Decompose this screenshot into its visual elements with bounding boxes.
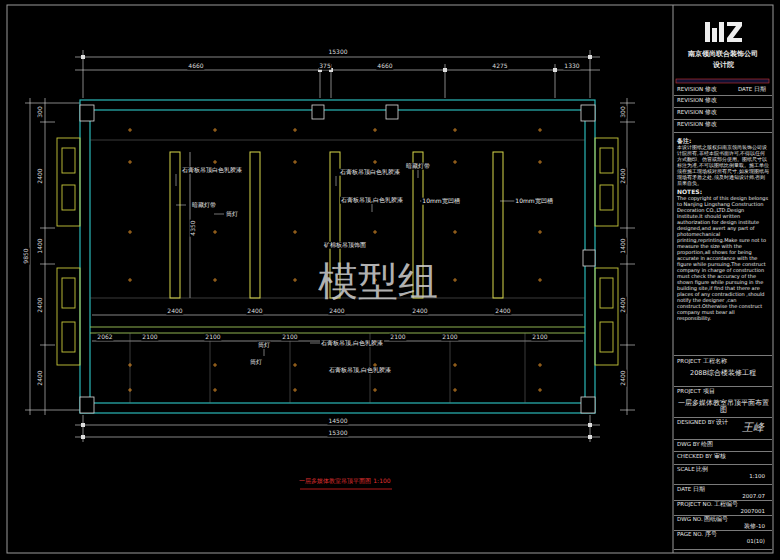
title-block-cell: REVISION 修改DATE 日期 bbox=[674, 85, 772, 96]
dimension-text: 1330 bbox=[563, 63, 580, 70]
cell-text: 2007.07 bbox=[677, 493, 769, 500]
cell-text: The copyright of this design belongs to … bbox=[677, 195, 769, 321]
title-block-cell: 南京领尚联合装饰公司设计院 bbox=[674, 48, 772, 78]
dimension-text: 1400 bbox=[620, 237, 627, 254]
title-block-cell: DATE 日期2007.07 bbox=[674, 485, 772, 501]
cell-text: PROJECT NO. 工程编号 bbox=[677, 501, 769, 508]
watermark: 模型组 bbox=[317, 259, 439, 303]
cell-text: 01(10) bbox=[677, 538, 769, 545]
dimension-text: 2100 bbox=[389, 334, 406, 341]
title-block-cell: DWG BY 绘图 bbox=[674, 440, 772, 452]
dimension-text: 2400 bbox=[37, 369, 44, 386]
dimension-text: 2400 bbox=[620, 369, 627, 386]
dimension-text: 4275 bbox=[491, 63, 508, 70]
dimension-text: 2100 bbox=[204, 334, 221, 341]
cell-text: NOTES: bbox=[677, 188, 769, 195]
dimension-text: 375 bbox=[318, 63, 331, 70]
dimension-text: 2400 bbox=[411, 308, 428, 315]
material-callout: 暗藏灯带 bbox=[405, 163, 431, 170]
dimension-text: 2400 bbox=[620, 296, 627, 313]
title-block-cell: PROJECT NO. 工程编号2007001 bbox=[674, 500, 772, 516]
cell-text: 王峰 bbox=[742, 421, 764, 434]
dimension-text: 300 bbox=[37, 105, 44, 118]
dimension-text: 2400 bbox=[37, 167, 44, 184]
dimension-text: 15300 bbox=[327, 430, 348, 437]
dimension-text: 2100 bbox=[281, 334, 298, 341]
cell-text: DATE 日期 bbox=[677, 486, 769, 493]
cell-text: 2007001 bbox=[677, 508, 769, 515]
cell-text: 南京领尚联合装饰公司 bbox=[677, 49, 769, 60]
cell-text: 本设计图纸之版权归南京领尚装饰公司设计院所有,非经本院书面许可,不得以任何方式翻… bbox=[677, 144, 769, 186]
material-callout: 筒灯 bbox=[225, 211, 239, 218]
cell-text: DATE 日期 bbox=[738, 86, 766, 93]
title-block-cell: PROJECT 项目一层多媒体教室吊顶平面布置图 bbox=[674, 387, 772, 418]
title-block-cell: CHECKED BY 审核 bbox=[674, 452, 772, 465]
dimension-text: 2062 bbox=[96, 334, 113, 341]
title-block-cell: REVISION 修改 bbox=[674, 120, 772, 133]
title-block-cell: SCALE 比例1:100 bbox=[674, 465, 772, 485]
dimension-text: 2100 bbox=[141, 334, 158, 341]
drawing-title: 一层多媒体教室吊顶平面图 1:100 bbox=[298, 478, 391, 485]
dimension-text: 2400 bbox=[328, 308, 345, 315]
material-callout: 石膏板吊顶白色乳胶漆 bbox=[181, 167, 243, 174]
dimension-text: 15300 bbox=[327, 49, 348, 56]
dimension-text: 300 bbox=[620, 105, 627, 118]
dimension-text: 4660 bbox=[187, 63, 204, 70]
cell-text: REVISION 修改 bbox=[677, 109, 769, 116]
cell-text: SCALE 比例 bbox=[677, 466, 769, 473]
material-callout: 石膏板吊顶,白色乳胶漆 bbox=[320, 340, 384, 347]
cell-text: PROJECT 项目 bbox=[677, 388, 769, 395]
notes-panel: 备注:本设计图纸之版权归南京领尚装饰公司设计院所有,非经本院书面许可,不得以任何… bbox=[674, 134, 772, 356]
material-callout: 10mm宽凹槽 bbox=[514, 198, 553, 205]
material-callout: 筒灯 bbox=[249, 359, 263, 366]
cell-text: DWG BY 绘图 bbox=[677, 441, 769, 448]
cell-text: CHECKED BY 审核 bbox=[677, 453, 769, 460]
dimension-text: 2400 bbox=[620, 167, 627, 184]
title-block-cell: REVISION 修改 bbox=[674, 108, 772, 120]
dimension-text: 2100 bbox=[441, 334, 458, 341]
dimension-text: 1400 bbox=[37, 237, 44, 254]
material-callout: 筒灯 bbox=[257, 342, 271, 349]
material-callout: 暗藏灯带 bbox=[191, 202, 217, 209]
dimension-text: 14500 bbox=[327, 418, 348, 425]
dimension-text: 2400 bbox=[494, 308, 511, 315]
dimension-text: 9850 bbox=[23, 247, 30, 264]
cell-text: DWG NO. 图纸编号 bbox=[677, 516, 769, 523]
dimension-text: 2100 bbox=[531, 334, 548, 341]
cell-text: 1:100 bbox=[677, 473, 769, 480]
cell-text: 备注: bbox=[677, 137, 769, 144]
dimension-text: 2400 bbox=[166, 308, 183, 315]
cell-text: PAGE NO. 序号 bbox=[677, 531, 769, 538]
dimension-text: 2400 bbox=[37, 296, 44, 313]
dimension-text: 4350 bbox=[190, 219, 197, 236]
cell-text: 一层多媒体教室吊顶平面布置图 bbox=[677, 400, 769, 416]
cell-text: 208B综合楼装修工程 bbox=[677, 370, 769, 378]
material-callout: 石膏板吊顶,白色乳胶漆 bbox=[328, 367, 392, 374]
material-callout: 石膏板吊顶白色乳胶漆 bbox=[339, 169, 401, 176]
cell-text: 设计院 bbox=[677, 60, 769, 71]
title-block-cell: DWG NO. 图纸编号装修-10 bbox=[674, 515, 772, 531]
dimension-text: 2400 bbox=[246, 308, 263, 315]
title-block-cell: PAGE NO. 序号01(10) bbox=[674, 530, 772, 550]
material-callout: 矿棉板吊顶饰面 bbox=[323, 242, 367, 249]
title-block-cell: DESIGNED BY 设计王峰 bbox=[674, 418, 772, 440]
cell-text: REVISION 修改 bbox=[677, 121, 769, 128]
material-callout: 10mm宽凹槽 bbox=[421, 198, 460, 205]
cell-text: REVISION 修改 bbox=[677, 97, 769, 104]
cell-text: 装修-10 bbox=[677, 523, 769, 530]
title-block-cell: REVISION 修改 bbox=[674, 96, 772, 108]
dimension-text: 4660 bbox=[376, 63, 393, 70]
cell-text: PROJECT 工程名称 bbox=[677, 358, 769, 365]
title-block-cell: PROJECT 工程名称 208B综合楼装修工程 bbox=[674, 357, 772, 387]
material-callout: 石膏板吊顶,白色乳胶漆 bbox=[340, 197, 404, 204]
